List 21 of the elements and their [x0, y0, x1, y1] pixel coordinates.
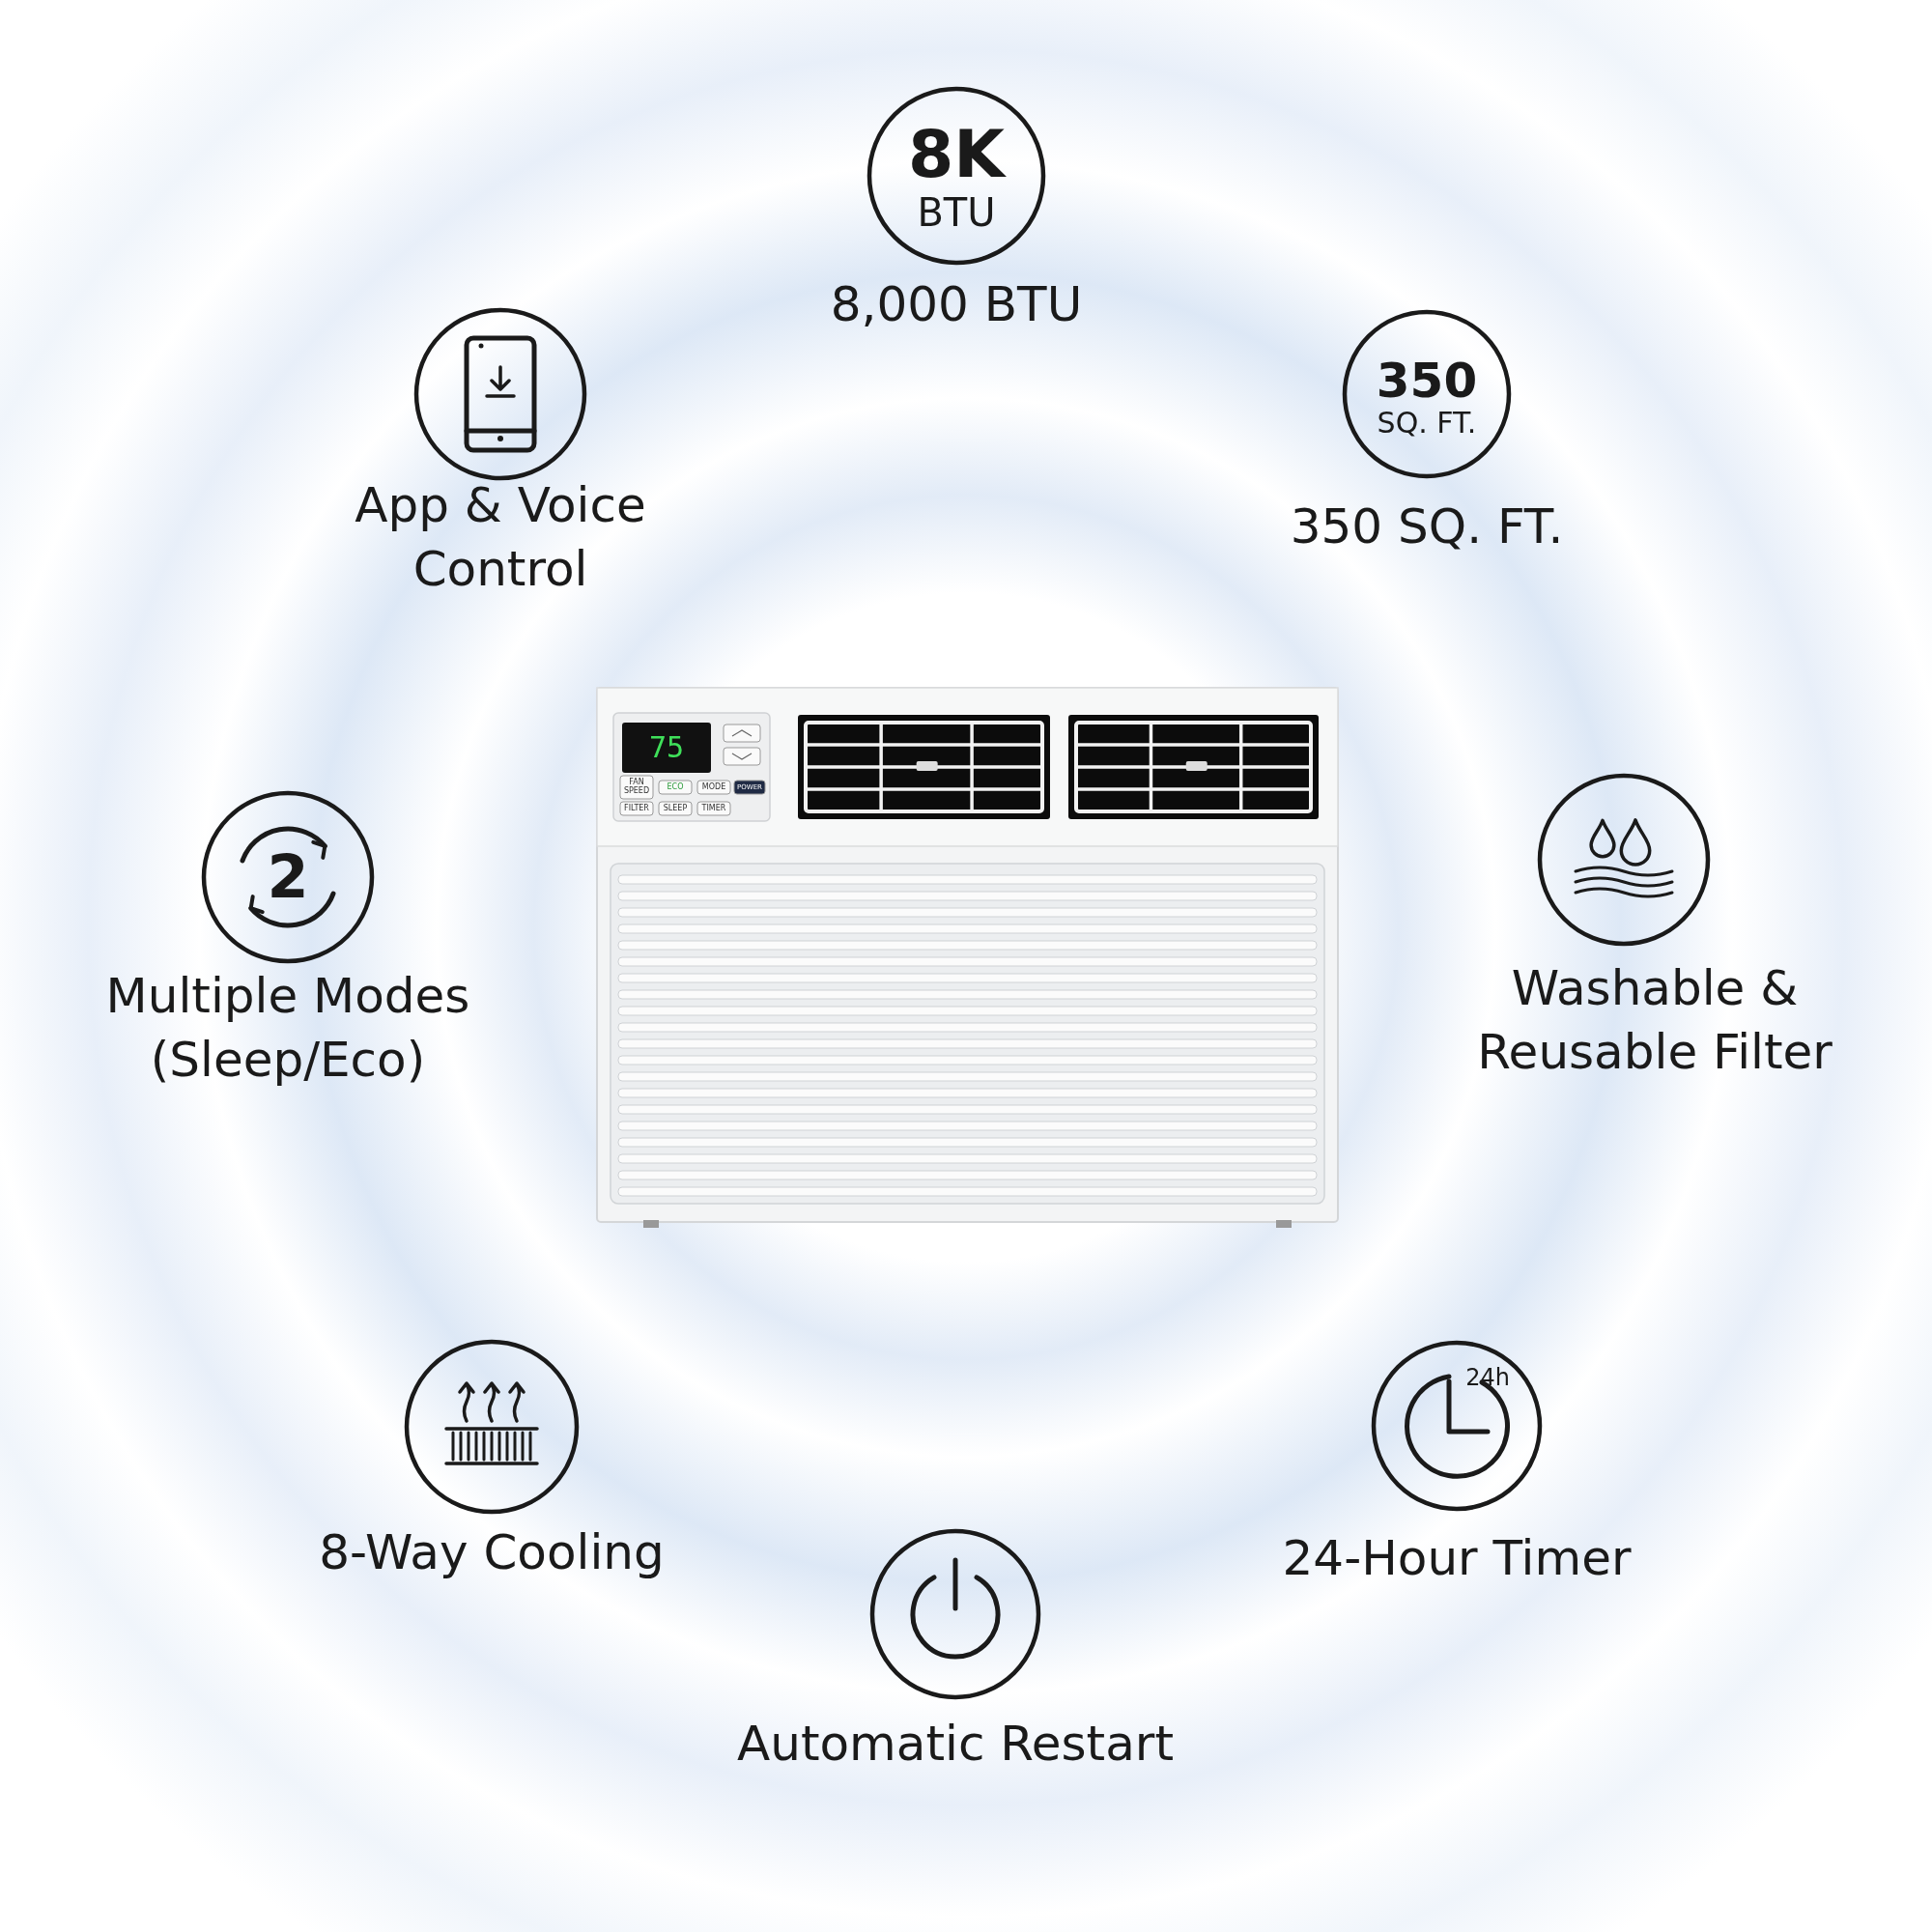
feature-caption: 350 SQ. FT.: [1290, 497, 1564, 556]
icon-figure: 8K: [908, 122, 1005, 187]
feature-caption: 8-Way Cooling: [319, 1523, 665, 1582]
display-readout: 75: [648, 733, 685, 762]
button-label: FILTER: [624, 805, 649, 812]
feature-caption: 8,000 BTU: [830, 275, 1083, 334]
feature-caption: App & Voice Control: [354, 476, 647, 599]
feature-caption: Automatic Restart: [737, 1715, 1174, 1774]
feature-caption: Washable & Reusable Filter: [1476, 959, 1833, 1082]
icon-figure: 24h: [1465, 1366, 1510, 1389]
feature-caption: 24-Hour Timer: [1282, 1529, 1632, 1588]
button-label: MODE: [701, 783, 726, 791]
button-label: ECO: [667, 783, 684, 791]
feature-caption: Multiple Modes (Sleep/Eco): [104, 967, 471, 1090]
icon-figure: 2: [267, 847, 309, 907]
icon-unit: BTU: [917, 193, 996, 232]
button-label: TIMER: [701, 805, 726, 812]
button-label: SLEEP: [663, 805, 688, 812]
icon-unit: SQ. FT.: [1377, 409, 1477, 438]
icon-figure: 350: [1376, 356, 1478, 405]
button-label: FAN SPEED: [622, 779, 651, 796]
